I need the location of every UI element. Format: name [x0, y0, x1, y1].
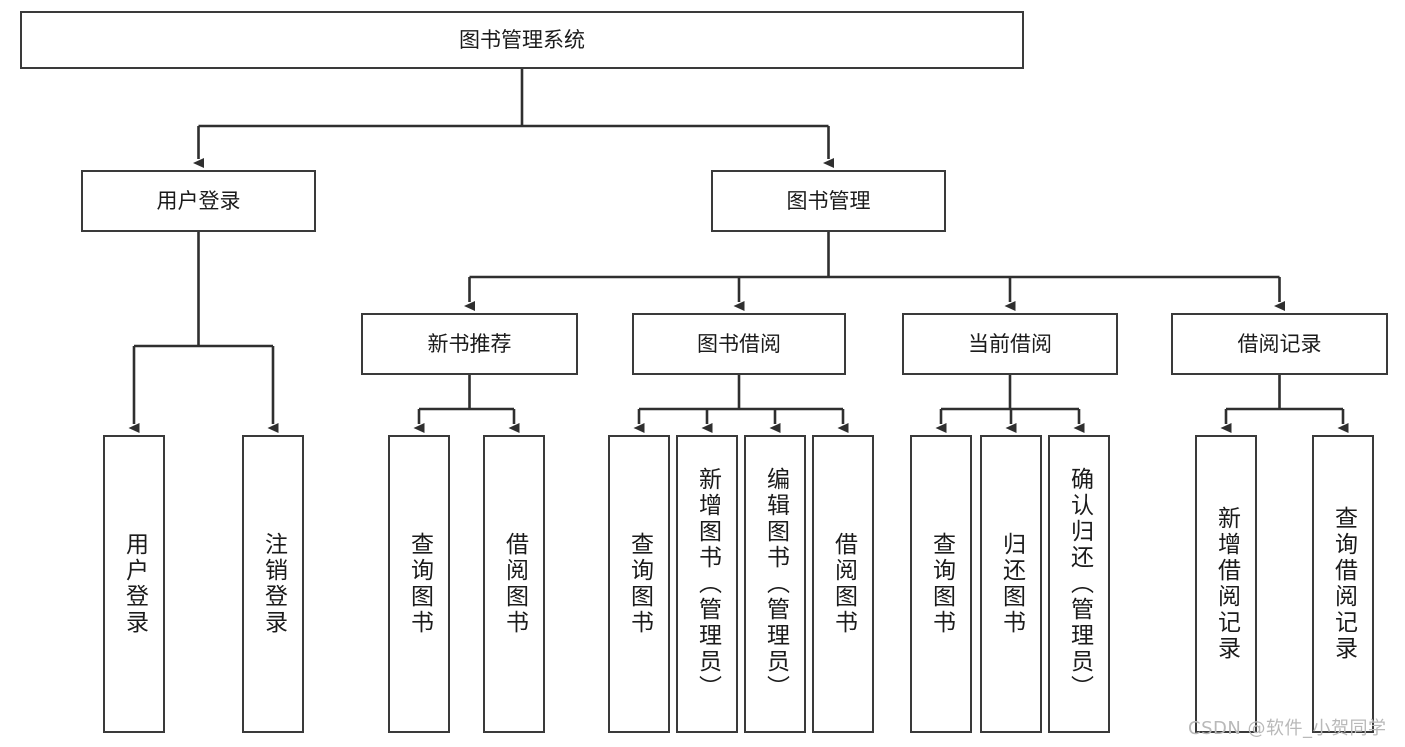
node-leaf-bw-query[interactable]: 查询图书 — [608, 435, 670, 733]
node-label: 新增图书（管理员） — [694, 467, 721, 701]
node-leaf-nb-borrow[interactable]: 借阅图书 — [483, 435, 545, 733]
node-label: 归还图书 — [998, 532, 1025, 636]
node-leaf-rec-query[interactable]: 查询借阅记录 — [1312, 435, 1374, 733]
node-label: 查询借阅记录 — [1330, 506, 1357, 662]
node-leaf-user-logout[interactable]: 注销登录 — [242, 435, 304, 733]
node-label: 用户登录 — [121, 532, 148, 636]
node-label: 注销登录 — [260, 532, 287, 636]
node-leaf-cur-confirm[interactable]: 确认归还（管理员） — [1048, 435, 1110, 733]
node-label: 当前借阅 — [968, 331, 1052, 356]
node-borrow[interactable]: 图书借阅 — [632, 313, 846, 375]
node-label: 新书推荐 — [427, 331, 512, 356]
node-label: 用户登录 — [156, 188, 241, 213]
node-login[interactable]: 用户登录 — [81, 170, 316, 232]
node-newbook[interactable]: 新书推荐 — [361, 313, 578, 375]
node-leaf-user-login[interactable]: 用户登录 — [103, 435, 165, 733]
node-label: 编辑图书（管理员） — [762, 467, 789, 701]
node-label: 借阅记录 — [1237, 331, 1322, 356]
node-label: 查询图书 — [406, 532, 433, 636]
node-leaf-bw-add[interactable]: 新增图书（管理员） — [676, 435, 738, 733]
node-label: 借阅图书 — [501, 532, 528, 636]
node-leaf-cur-query[interactable]: 查询图书 — [910, 435, 972, 733]
node-root[interactable]: 图书管理系统 — [20, 11, 1024, 69]
node-label: 图书借阅 — [697, 331, 781, 356]
node-current[interactable]: 当前借阅 — [902, 313, 1118, 375]
node-label: 图书管理 — [786, 188, 871, 213]
node-bookmgmt[interactable]: 图书管理 — [711, 170, 946, 232]
node-leaf-bw-borrow[interactable]: 借阅图书 — [812, 435, 874, 733]
node-leaf-rec-add[interactable]: 新增借阅记录 — [1195, 435, 1257, 733]
node-leaf-bw-edit[interactable]: 编辑图书（管理员） — [744, 435, 806, 733]
node-label: 图书管理系统 — [459, 27, 585, 52]
node-label: 查询图书 — [928, 532, 955, 636]
node-records[interactable]: 借阅记录 — [1171, 313, 1388, 375]
node-leaf-cur-return[interactable]: 归还图书 — [980, 435, 1042, 733]
node-leaf-nb-query[interactable]: 查询图书 — [388, 435, 450, 733]
node-label: 借阅图书 — [830, 532, 857, 636]
node-label: 查询图书 — [626, 532, 653, 636]
node-label: 新增借阅记录 — [1213, 506, 1240, 662]
node-label: 确认归还（管理员） — [1066, 467, 1093, 701]
watermark-text: CSDN @软件_小贺同学 — [1188, 718, 1387, 739]
